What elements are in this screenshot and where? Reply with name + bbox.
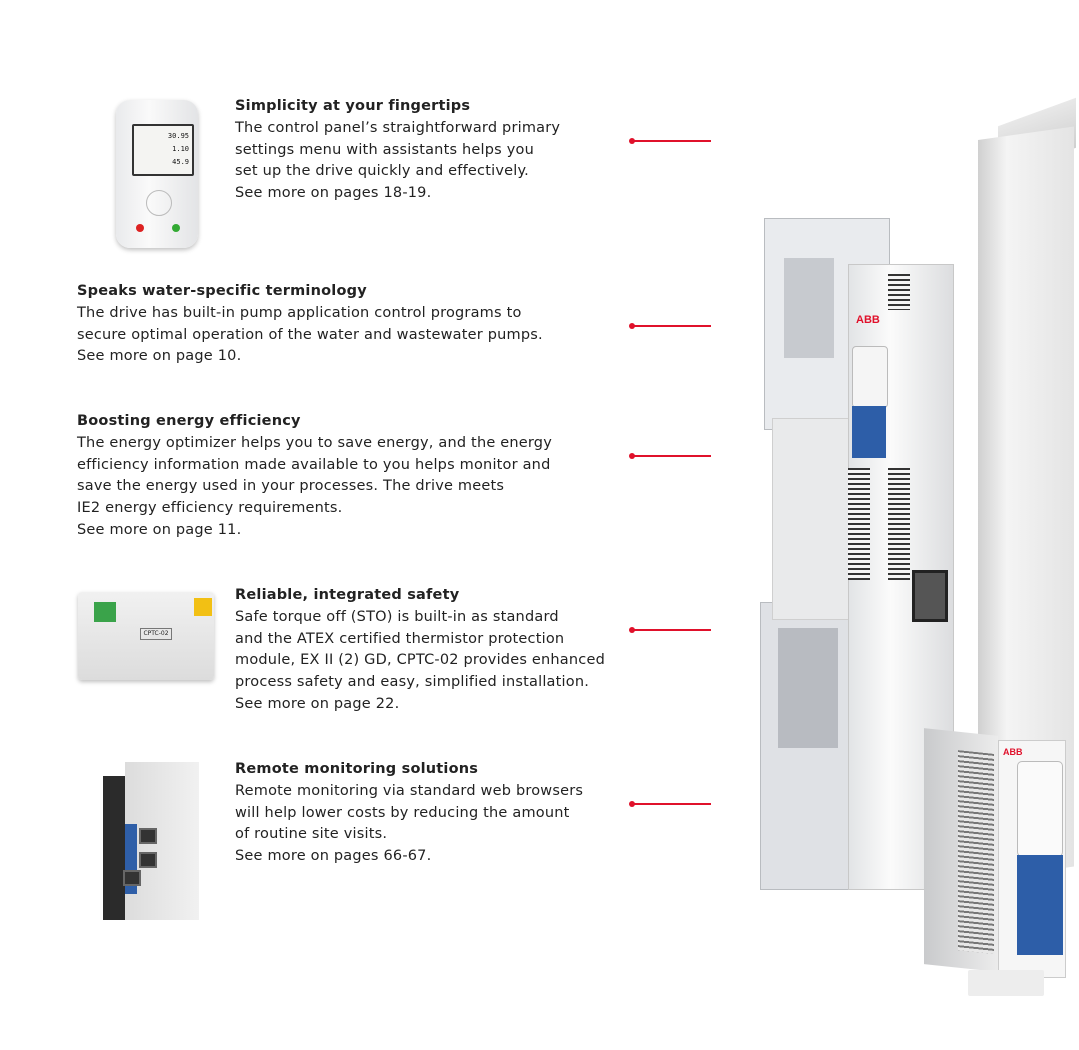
small-drive-base bbox=[968, 970, 1044, 996]
drive-handle bbox=[912, 570, 948, 622]
feature-line: will help lower costs by reducing the am… bbox=[235, 804, 570, 821]
feature-title: Reliable, integrated safety bbox=[235, 587, 460, 603]
feature-line: save the energy used in your processes. … bbox=[77, 478, 505, 495]
large-drive-image: ABB bbox=[760, 218, 954, 890]
drive-blue-panel bbox=[852, 406, 886, 458]
feature-title: Remote monitoring solutions bbox=[235, 761, 479, 777]
drive-keypad bbox=[852, 346, 888, 408]
feature-line: set up the drive quickly and effectively… bbox=[235, 163, 529, 180]
vent-grille bbox=[888, 274, 910, 310]
stop-button-icon bbox=[136, 224, 144, 232]
feature-line: See more on pages 66-67. bbox=[235, 848, 432, 865]
control-panel-image: 30.95 1.10 45.9 bbox=[116, 100, 198, 248]
ethernet-port-icon bbox=[123, 870, 141, 886]
small-drive-keypad bbox=[1017, 761, 1063, 857]
feature-line: IE2 energy efficiency requirements. bbox=[77, 500, 343, 517]
vent-grille bbox=[888, 468, 910, 580]
feature-title: Simplicity at your fingertips bbox=[235, 98, 471, 114]
feature-line: of routine site visits. bbox=[235, 826, 388, 843]
small-drive-blue-panel bbox=[1017, 855, 1063, 955]
feature-remote-monitoring: Remote monitoring solutions Remote monit… bbox=[235, 759, 583, 868]
control-panel-screen: 30.95 1.10 45.9 bbox=[132, 124, 194, 176]
callout-line bbox=[629, 323, 711, 329]
feature-line: secure optimal operation of the water an… bbox=[77, 326, 543, 343]
abb-logo: ABB bbox=[1003, 747, 1023, 757]
feature-line: See more on page 11. bbox=[77, 521, 242, 538]
feature-title: Speaks water-specific terminology bbox=[77, 283, 367, 299]
feature-line: module, EX II (2) GD, CPTC-02 provides e… bbox=[235, 652, 605, 669]
callout-line bbox=[629, 627, 711, 633]
feature-line: See more on page 22. bbox=[235, 695, 400, 712]
feature-simplicity: Simplicity at your fingertips The contro… bbox=[235, 96, 560, 205]
callout-line bbox=[629, 801, 711, 807]
yellow-terminal bbox=[194, 598, 212, 616]
reading-1: 30.95 bbox=[167, 132, 189, 140]
start-button-icon bbox=[172, 224, 180, 232]
feature-water-terminology: Speaks water-specific terminology The dr… bbox=[77, 281, 543, 368]
unit-body bbox=[125, 762, 199, 920]
feature-line: efficiency information made available to… bbox=[77, 456, 551, 473]
keypad-dpad bbox=[146, 190, 172, 216]
feature-safety: Reliable, integrated safety Safe torque … bbox=[235, 585, 605, 716]
drive-internal-components bbox=[784, 258, 834, 358]
reading-3: 45.9 bbox=[172, 158, 189, 166]
feature-line: The energy optimizer helps you to save e… bbox=[77, 434, 552, 451]
drive-mid-section bbox=[772, 418, 854, 620]
feature-line: See more on page 10. bbox=[77, 348, 242, 365]
small-drive-image: ABB bbox=[924, 726, 1066, 998]
feature-energy-efficiency: Boosting energy efficiency The energy op… bbox=[77, 411, 552, 542]
unit-front bbox=[103, 776, 125, 920]
vent-grille bbox=[958, 750, 994, 954]
remote-monitoring-unit-image bbox=[103, 762, 199, 920]
feature-line: See more on pages 18-19. bbox=[235, 185, 432, 202]
ethernet-port-icon bbox=[139, 852, 157, 868]
feature-line: The control panel’s straightforward prim… bbox=[235, 119, 561, 136]
abb-logo: ABB bbox=[856, 314, 880, 326]
module-label: CPTC-02 bbox=[140, 628, 172, 640]
ethernet-port-icon bbox=[139, 828, 157, 844]
feature-line: Safe torque off (STO) is built-in as sta… bbox=[235, 608, 559, 625]
callout-line bbox=[629, 138, 711, 144]
feature-line: The drive has built-in pump application … bbox=[77, 304, 522, 321]
feature-title: Boosting energy efficiency bbox=[77, 413, 301, 429]
reading-2: 1.10 bbox=[172, 145, 189, 153]
green-terminal bbox=[94, 602, 116, 622]
feature-line: Remote monitoring via standard web brows… bbox=[235, 782, 584, 799]
feature-line: process safety and easy, simplified inst… bbox=[235, 674, 590, 691]
vent-grille bbox=[848, 468, 870, 580]
callout-line bbox=[629, 453, 711, 459]
thermistor-module-image: CPTC-02 bbox=[78, 592, 214, 680]
small-drive-front: ABB bbox=[998, 740, 1066, 978]
feature-line: settings menu with assistants helps you bbox=[235, 141, 534, 158]
drive-internal-components bbox=[778, 628, 838, 748]
feature-line: and the ATEX certified thermistor protec… bbox=[235, 630, 565, 647]
